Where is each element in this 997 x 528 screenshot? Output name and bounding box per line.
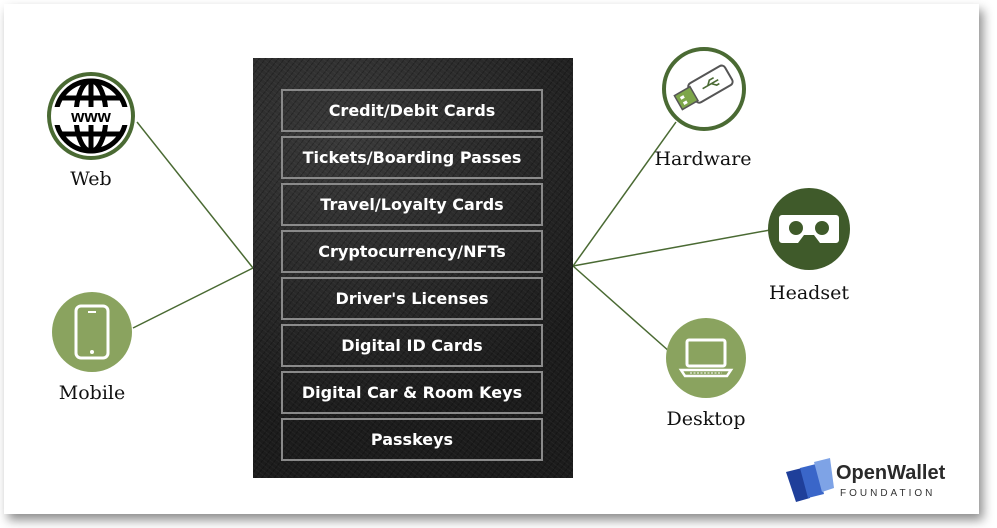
headset-label: Headset (769, 282, 849, 304)
hardware-node (662, 47, 746, 131)
connector-hardware (572, 121, 677, 267)
connector-web (136, 121, 254, 269)
smartphone-icon (74, 304, 110, 360)
wallet-item-passkeys: Passkeys (281, 418, 543, 461)
usb-drive-icon (673, 64, 734, 111)
connector-desktop (572, 265, 671, 353)
wallet-item-credit-debit-cards: Credit/Debit Cards (281, 89, 543, 132)
laptop-icon (678, 338, 734, 378)
mobile-node (52, 292, 132, 372)
openwallet-logo: OpenWallet FOUNDATION (784, 458, 974, 504)
svg-text:www: www (70, 107, 111, 126)
web-node: www (47, 72, 135, 160)
wallet-item-travel-loyalty-cards: Travel/Loyalty Cards (281, 183, 543, 226)
logo-subtitle: FOUNDATION (840, 488, 936, 499)
wallet-panel (253, 58, 573, 478)
mobile-label: Mobile (58, 382, 126, 404)
connector-headset (572, 229, 771, 267)
wallet-item-digital-id-cards: Digital ID Cards (281, 324, 543, 367)
desktop-label: Desktop (666, 408, 746, 430)
connector-mobile (132, 267, 254, 329)
openwallet-logo-icon (786, 458, 834, 502)
wallet-item-drivers-licenses: Driver's Licenses (281, 277, 543, 320)
vr-headset-icon (779, 215, 839, 243)
logo-title: OpenWallet (836, 462, 946, 484)
wallet-item-digital-car-room-keys: Digital Car & Room Keys (281, 371, 543, 414)
web-label: Web (70, 168, 112, 190)
globe-www-icon: www (53, 78, 129, 154)
wallet-item-cryptocurrency-nfts: Cryptocurrency/NFTs (281, 230, 543, 273)
headset-node (768, 188, 850, 270)
hardware-label: Hardware (654, 148, 752, 170)
wallet-item-tickets-boarding-passes: Tickets/Boarding Passes (281, 136, 543, 179)
desktop-node (666, 318, 746, 398)
